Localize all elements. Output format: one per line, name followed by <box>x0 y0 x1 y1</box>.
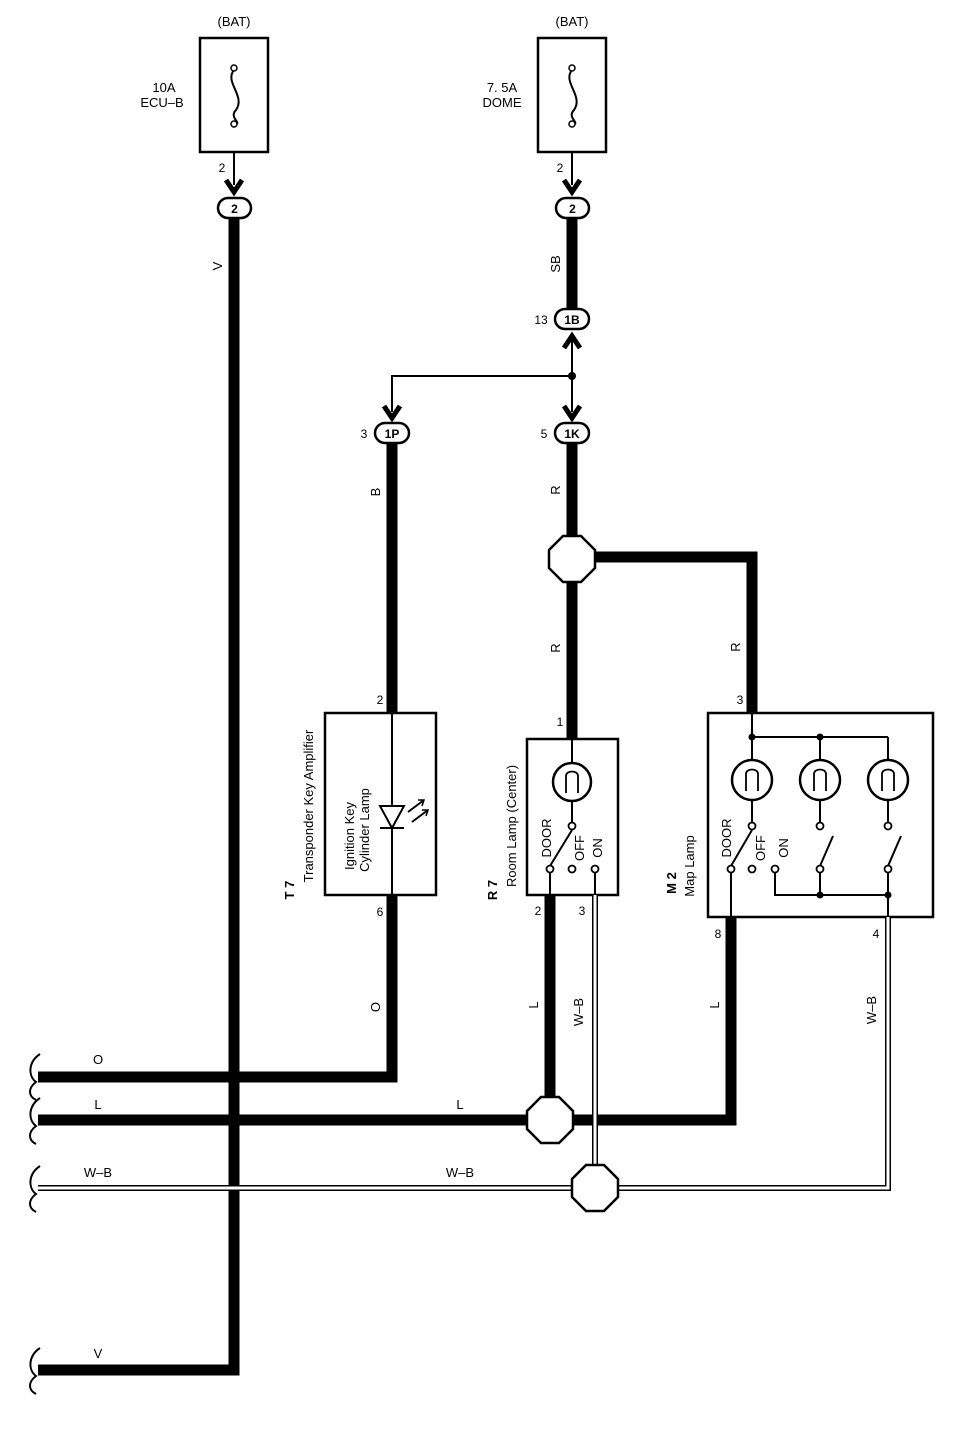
connector-1b: 1B 13 <box>534 307 591 331</box>
connector-2-left: 2 <box>216 196 253 220</box>
wire-r-to-m2 <box>592 551 758 713</box>
component-m2: 3 <box>664 693 935 941</box>
bus-l-label: L <box>94 1097 101 1112</box>
component-t7: Ignition Key Cylinder Lamp 2 6 T 7 Trans… <box>282 693 438 919</box>
t7-inner-1: Ignition Key <box>342 802 357 870</box>
wire-l-m2 <box>570 917 737 1126</box>
fuse-dome: (BAT) 7. 5A DOME 2 <box>483 14 608 175</box>
connector-1k-label: 1K <box>564 427 580 441</box>
bus-l-mid-label: L <box>456 1097 463 1112</box>
connector-2-left-label: 2 <box>231 202 238 216</box>
dome-arrow <box>561 178 583 197</box>
wire-o <box>38 895 398 1083</box>
connector-1p: 1P 3 <box>361 421 411 445</box>
bus-continuation-marks <box>29 1053 41 1395</box>
wire-v-label: V <box>210 261 225 270</box>
connector-1p-label: 1P <box>385 427 400 441</box>
connector-1b-label: 1B <box>564 313 580 327</box>
connector-1k: 1K 5 <box>541 421 591 445</box>
junction-connector-wb <box>570 1163 620 1213</box>
connector-1k-pin: 5 <box>541 427 548 441</box>
junction-connector-l <box>525 1095 575 1145</box>
bus-o-label: O <box>93 1052 103 1067</box>
bus-wb-label: W–B <box>84 1165 112 1180</box>
wire-sb-label: SB <box>548 255 563 272</box>
fuse-dome-name: DOME <box>483 95 522 110</box>
fuse-dome-amp: 7. 5A <box>487 80 518 95</box>
wire-r-m2-label: R <box>728 642 743 651</box>
m2-sw-on: ON <box>776 838 791 858</box>
ecu-b-arrow <box>223 178 245 197</box>
t7-name: Transponder Key Amplifier <box>301 729 316 882</box>
connector-1p-pin: 3 <box>361 427 368 441</box>
connector-1b-pin: 13 <box>534 313 548 327</box>
fuse-ecu-b-source: (BAT) <box>218 14 251 29</box>
m2-code: M 2 <box>664 872 679 894</box>
wire-l-r7-label: L <box>526 1001 541 1008</box>
m2-pin-b: 4 <box>873 927 880 941</box>
fuse-ecu-b-name: ECU–B <box>140 95 183 110</box>
wire-wb-m2-label: W–B <box>864 996 879 1024</box>
r7-code: R 7 <box>485 880 500 900</box>
bus-wb-mid-label: W–B <box>446 1165 474 1180</box>
connector-2-right-label: 2 <box>569 202 576 216</box>
m2-pin-a: 8 <box>715 927 722 941</box>
r7-name: Room Lamp (Center) <box>504 765 519 887</box>
m2-pin-top: 3 <box>737 693 744 707</box>
connector-2-right: 2 <box>554 196 591 220</box>
fuse-dome-source: (BAT) <box>556 14 589 29</box>
fuse-dome-pin: 2 <box>557 161 564 175</box>
fuse-ecu-b: (BAT) 10A ECU–B 2 <box>140 14 270 175</box>
m2-sw-door: DOOR <box>719 819 734 858</box>
component-r7: DOOR OFF ON 1 2 3 R 7 Room Lamp (Center) <box>485 715 620 918</box>
r7-sw-on: ON <box>590 838 605 858</box>
t7-inner-2: Cylinder Lamp <box>357 788 372 872</box>
r7-sw-off: OFF <box>572 835 587 861</box>
wire-wb-r7-label: W–B <box>571 998 586 1026</box>
m2-name: Map Lamp <box>682 835 697 896</box>
connector-1p-arrow <box>381 404 403 423</box>
r7-sw-door: DOOR <box>539 819 554 858</box>
wire-wb-m2 <box>617 917 891 1191</box>
fuse-ecu-b-amp: 10A <box>152 80 175 95</box>
wire-b-label: B <box>368 488 383 497</box>
r7-pin-top: 1 <box>557 715 564 729</box>
r7-pin-b: 3 <box>579 904 586 918</box>
connector-1k-arrow <box>561 404 583 423</box>
wire-v <box>38 218 240 1376</box>
fuse-ecu-b-pin: 2 <box>219 161 226 175</box>
bus-v-label: V <box>94 1346 103 1361</box>
wire-o-label: O <box>368 1002 383 1012</box>
wire-r-lower-label: R <box>548 643 563 652</box>
wire-l-m2-label: L <box>707 1001 722 1008</box>
t7-pin-bottom: 6 <box>377 905 384 919</box>
junction-connector-upper <box>547 534 597 584</box>
t7-pin-top: 2 <box>377 693 384 707</box>
m2-sw-off: OFF <box>753 835 768 861</box>
r7-pin-a: 2 <box>535 904 542 918</box>
t7-code: T 7 <box>282 881 297 900</box>
wire-r-upper-label: R <box>548 485 563 494</box>
